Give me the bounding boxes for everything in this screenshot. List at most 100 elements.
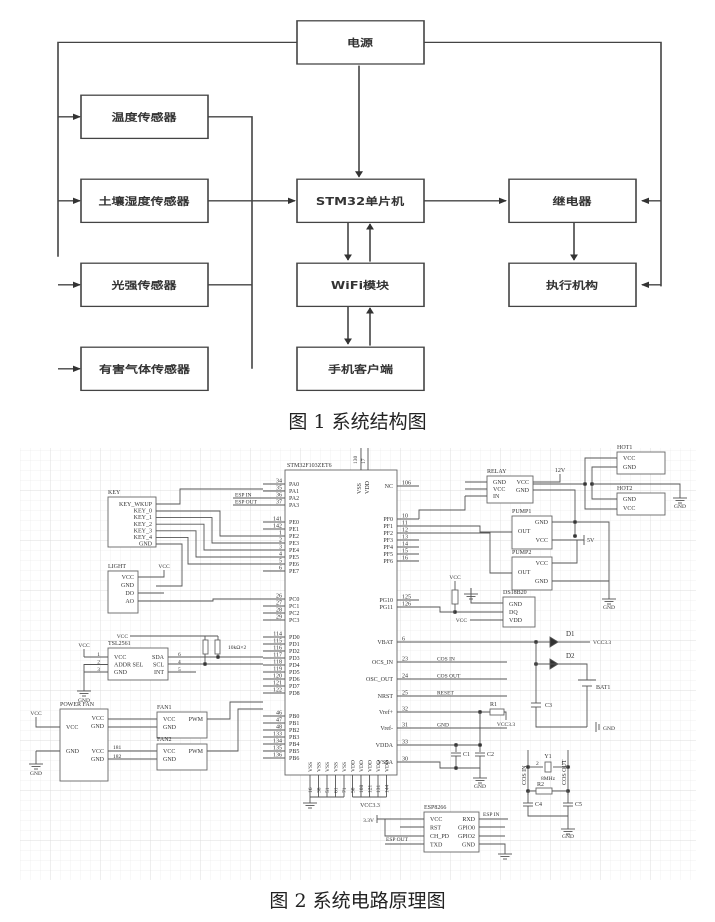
wire [527, 806, 568, 817]
mcu-pin-num: 50 [351, 787, 357, 793]
pullup-label: 10kΩ×2 [228, 645, 246, 651]
mcu-pin-num: 133 [273, 732, 282, 738]
tsl2561-block [107, 647, 169, 681]
mcu-pin-num: 16 [308, 787, 314, 793]
wire-key-wkup [156, 488, 263, 505]
light-pin: VCC [122, 575, 134, 581]
mcu-pin-name: PE7 [289, 569, 299, 575]
crystal-y1 [544, 761, 552, 773]
wire [552, 540, 578, 564]
key-label: KEY [108, 490, 121, 496]
tsl-pin-num: 1 [97, 652, 100, 658]
mcu-pin-name: PE1 [289, 527, 299, 533]
fan2-label: FAN2 [157, 737, 172, 743]
mcu-pin-num: 29 [276, 615, 282, 621]
pin: VCC [163, 717, 175, 723]
mcu-pin-num: 125 [402, 595, 411, 601]
light-block [107, 570, 139, 614]
wire [419, 756, 481, 769]
block-mcu: STM32单片机 [296, 178, 425, 224]
net-vcc: VCC [158, 564, 170, 570]
mcu-pin-num: 134 [273, 739, 282, 745]
pin: VDD [509, 618, 523, 624]
mcu-pin-num: 38 [317, 787, 323, 793]
pin: GND [493, 480, 507, 486]
r2-label: R2 [537, 782, 544, 788]
mcu-pin-name: VSS [325, 762, 331, 772]
wire [504, 711, 507, 720]
mcu-pin-num: 13 [402, 535, 408, 541]
mcu-pin-num: 47 [276, 718, 282, 724]
mcu-pin-name: PE4 [289, 548, 299, 554]
mcu-pin-num: 26 [276, 594, 282, 600]
net-gnd: GND [562, 834, 574, 840]
wire-key-0 [156, 510, 263, 537]
tsl-pin: INT [154, 670, 164, 676]
fan1-block [156, 711, 208, 739]
mcu-pin-name: PC0 [289, 597, 299, 603]
tsl-pin: VCC [114, 655, 126, 661]
net-gnd: GND [30, 771, 42, 777]
c4-label: C4 [535, 802, 542, 808]
net-12v: 12V [555, 468, 566, 474]
svg-text:温度传感器: 温度传感器 [112, 111, 177, 123]
key-pin: KEY_1 [134, 515, 152, 521]
mcu-pin-name: VSS [334, 762, 340, 772]
net-label: COS IN [437, 657, 455, 663]
mcu-pin-name: PD3 [289, 656, 300, 662]
diode-d1 [549, 636, 559, 648]
wire [35, 717, 60, 728]
junction-dot [572, 533, 578, 539]
wire-light-ao [138, 598, 263, 602]
pin: GPIO0 [458, 826, 475, 832]
pin: VCC [493, 487, 505, 493]
mcu-pin-num: 141 [273, 517, 282, 523]
pin: GND [163, 725, 177, 731]
block-phone-label: 手机客户端 [328, 363, 393, 375]
block-light-sensor: 光强传感器 [80, 262, 209, 308]
mcu-pin-name: PB6 [289, 756, 299, 762]
mcu-pin-num: 5 [279, 559, 282, 565]
pin: RXD [462, 817, 475, 823]
mcu-pin-num: 51 [325, 787, 331, 793]
tsl-pin-num: 5 [178, 667, 181, 673]
c5-label: C5 [575, 802, 582, 808]
mcu-pin-num: 25 [402, 691, 408, 697]
mcu-pin-name: PF6 [383, 559, 393, 565]
net-gnd: GND [78, 698, 90, 704]
figure1-caption: 图 1 系统结构图 [288, 411, 427, 433]
ds18b20-label: DS18B20 [503, 590, 527, 596]
wire-key-4 [156, 536, 263, 565]
net-label: GND [437, 723, 449, 729]
pin-num: 2 [536, 761, 539, 767]
mcu-pin-name: Vref+ [379, 709, 394, 716]
mcu-pin-num: 142 [273, 524, 282, 530]
mcu-pin-num: 36 [276, 493, 282, 499]
mcu-pin-num: 121 [368, 785, 374, 794]
mcu-pin-num: 120 [273, 674, 282, 680]
hot1-label: HOT1 [617, 445, 632, 451]
mcu-pin-num: 14 [402, 542, 408, 548]
pullup-resistor [214, 639, 221, 655]
wire-fan2-pwm [207, 708, 263, 752]
y1-label: Y1 [544, 754, 551, 760]
block-gas-sensor-label: 有害气体传感器 [99, 363, 190, 375]
c2-label: C2 [487, 752, 494, 758]
mcu-pin-num: 117 [273, 653, 282, 659]
pin: GND [516, 488, 530, 494]
net-label-esp-out: ESP OUT [235, 500, 258, 506]
net-gnd: GND [603, 726, 615, 732]
mcu-pin-name: VSS [357, 483, 363, 494]
svg-text:STM32单片机: STM32单片机 [316, 195, 404, 207]
mcu-pin-num: 48 [276, 725, 282, 731]
mcu-pin-num: 17 [361, 458, 367, 464]
key-pin: KEY_WKUP [119, 502, 153, 508]
mcu-pin-num: 130 [353, 456, 359, 465]
mcu-pin-num: 1 [279, 531, 282, 537]
light-label: LIGHT [108, 564, 126, 570]
power-left-bus [57, 41, 297, 257]
power-right-bus [424, 41, 662, 287]
block-gas-sensor: 有害气体传感器 [80, 346, 209, 392]
pin: GND [462, 843, 476, 849]
pin: GND [91, 724, 105, 730]
